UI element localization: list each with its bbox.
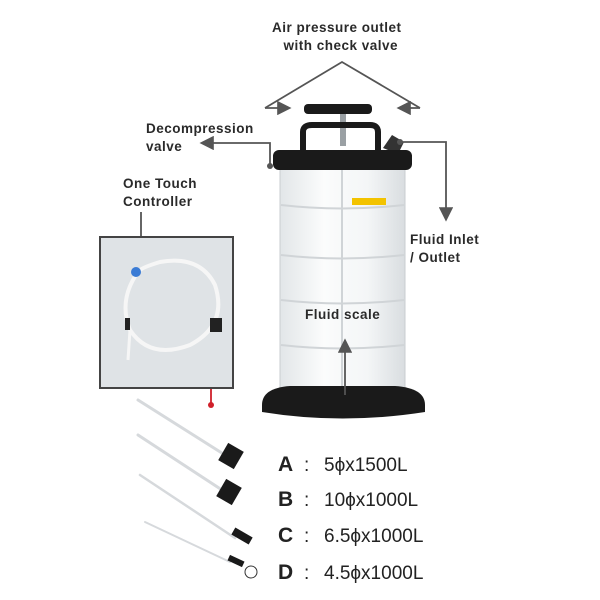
spec-value: 10ϕx1000L <box>324 490 419 511</box>
fluid-scale-label: Fluid scale <box>305 307 381 322</box>
carry-handle <box>300 122 381 150</box>
controller-label: One Touch Controller <box>123 175 197 211</box>
lid <box>273 150 412 170</box>
pump-body <box>262 104 425 419</box>
spec-letter: A <box>278 453 294 476</box>
spec-value: 6.5ϕx1000L <box>324 526 424 547</box>
spec-row-c: C:6.5ϕx1000L <box>278 524 423 548</box>
spec-value: 5ϕx1500L <box>324 455 408 476</box>
air-outlet-line1: Air pressure outlet <box>272 20 402 35</box>
spec-row-b: B:10ϕx1000L <box>278 488 418 512</box>
t-handle <box>304 104 372 114</box>
spec-sep: : <box>304 455 310 476</box>
controller-line1: One Touch <box>123 176 197 191</box>
base <box>262 386 425 419</box>
spec-sep: : <box>304 526 310 547</box>
spec-sep: : <box>304 490 310 511</box>
spec-letter: D <box>278 561 294 584</box>
decompression-label: Decompression valve <box>146 120 254 156</box>
controller-line2: Controller <box>123 194 193 209</box>
decompression-line2: valve <box>146 139 183 154</box>
air-outlet-line2: with check valve <box>283 38 399 53</box>
spec-letter: C <box>278 524 294 547</box>
fluid-inlet-line2: / Outlet <box>410 250 461 265</box>
spec-row-d: D:4.5ϕx1000L <box>278 561 423 585</box>
decompression-line1: Decompression <box>146 121 254 136</box>
spec-value: 4.5ϕx1000L <box>324 563 424 584</box>
spec-row-a: A:5ϕx1500L <box>278 453 408 477</box>
spec-letter: B <box>278 488 294 511</box>
suction-tubes <box>136 398 258 579</box>
air-outlet-label: Air pressure outlet with check valve <box>272 19 402 55</box>
controller-inset <box>99 236 234 389</box>
warning-sticker <box>352 198 386 205</box>
controller-valve <box>131 267 141 277</box>
spec-sep: : <box>304 563 310 584</box>
piston-rod <box>340 114 346 146</box>
fluid-inlet-label: Fluid Inlet / Outlet <box>410 231 479 267</box>
fluid-inlet-line1: Fluid Inlet <box>410 232 480 247</box>
